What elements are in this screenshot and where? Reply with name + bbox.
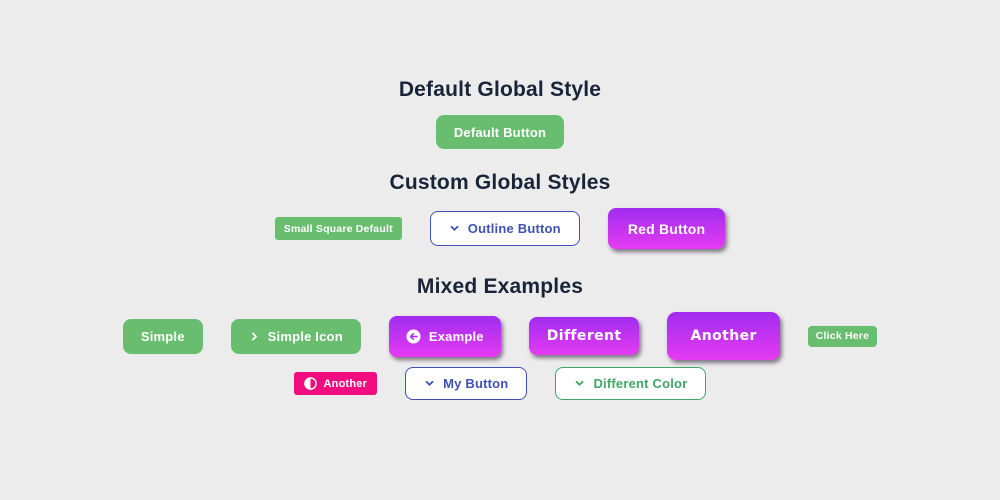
example-button[interactable]: Example (388, 315, 501, 357)
click-here-button[interactable]: Click Here (807, 325, 878, 347)
chevron-down-icon (576, 380, 584, 386)
red-button[interactable]: Red Button (607, 208, 726, 249)
default-button[interactable]: Default Button (435, 115, 565, 149)
outline-button-label: Outline Button (467, 221, 561, 236)
different-color-button[interactable]: Different Color (555, 367, 707, 400)
section-title-default-global-style: Default Global Style (398, 78, 602, 101)
different-color-button-label: Different Color (593, 376, 688, 391)
my-button-label: My Button (443, 376, 509, 391)
arrow-left-circle-icon (406, 329, 421, 343)
my-button[interactable]: My Button (405, 367, 528, 400)
section-title-custom-global-styles: Custom Global Styles (389, 171, 611, 194)
another-pink-button[interactable]: Another (293, 372, 378, 395)
chevron-down-icon (425, 380, 434, 386)
simple-icon-button[interactable]: Simple Icon (230, 318, 361, 354)
chevron-down-icon (450, 225, 459, 231)
another-pink-button-label: Another (323, 377, 368, 390)
section-mixed-examples: Mixed Examples Simple Simple Icon Exampl… (0, 275, 1000, 400)
another-button[interactable]: Another (667, 312, 780, 360)
chevron-right-icon (251, 332, 257, 340)
different-button[interactable]: Different (528, 317, 640, 355)
simple-icon-button-label: Simple Icon (267, 328, 343, 344)
example-button-label: Example (428, 328, 484, 344)
small-square-default-button[interactable]: Small Square Default (274, 217, 402, 240)
mixed-examples-row-1: Simple Simple Icon Example Different Ano… (122, 312, 878, 360)
section-custom-global-styles: Custom Global Styles Small Square Defaul… (0, 171, 1000, 249)
default-button-row: Default Button (435, 115, 565, 149)
mixed-examples-row-2: Another My Button Different Color (293, 367, 707, 400)
custom-styles-row: Small Square Default Outline Button Red … (274, 208, 726, 249)
outline-button[interactable]: Outline Button (429, 211, 580, 246)
section-title-mixed-examples: Mixed Examples (416, 275, 584, 298)
section-default-global-style: Default Global Style Default Button (0, 78, 1000, 149)
simple-button[interactable]: Simple (122, 318, 203, 354)
page: Default Global Style Default Button Cust… (0, 78, 1000, 400)
contrast-icon (303, 377, 317, 390)
